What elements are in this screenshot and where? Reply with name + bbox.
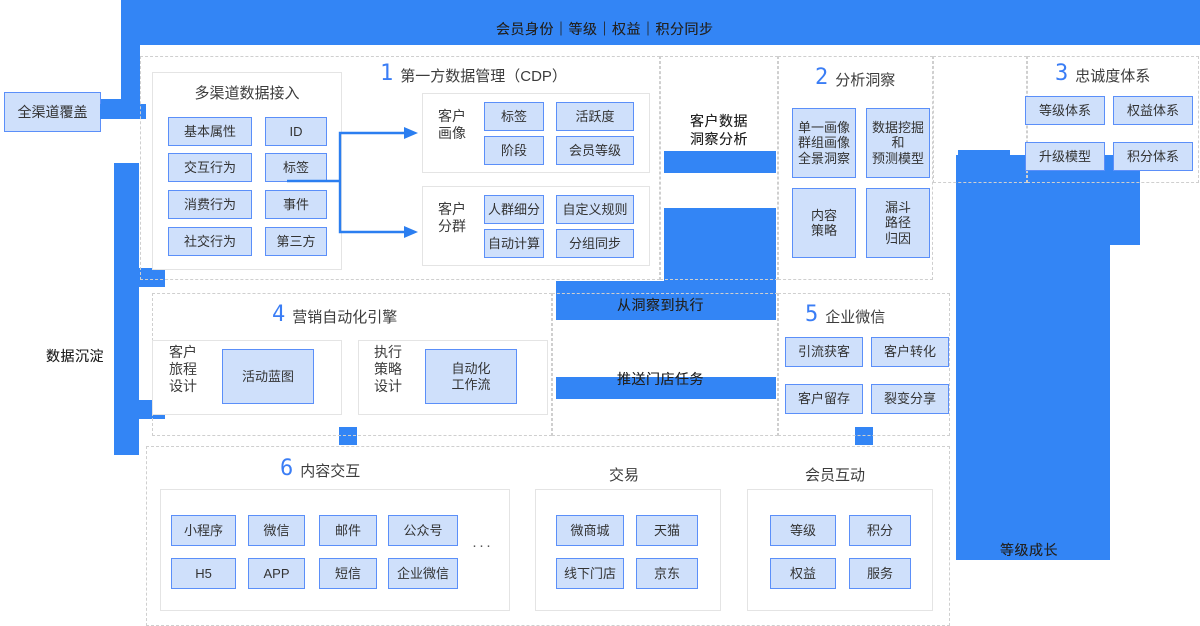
flow-band-left-vertical <box>114 163 139 455</box>
flow-band-cdp-to-analysis <box>664 151 776 173</box>
chip-intake-7: 第三方 <box>265 227 327 256</box>
label-customer-profile: 客户 画像 <box>438 108 466 142</box>
chip-automation-workflow: 自动化 工作流 <box>425 349 517 404</box>
chip-content-1: 微信 <box>248 515 305 546</box>
chip-transaction-0: 微商城 <box>556 515 624 546</box>
group-cdp <box>140 56 660 280</box>
flow-chip-omnichannel: 全渠道覆盖 <box>4 92 101 132</box>
flow-stub-wecom-bottom <box>855 427 873 445</box>
group-flow-corridor-loyalty <box>933 56 1027 183</box>
chip-analysis-1: 数据挖掘 和 预测模型 <box>866 108 930 178</box>
section-number-5: 5 <box>805 302 819 327</box>
chip-wecom-1: 客户转化 <box>871 337 949 367</box>
flow-label-top-banner: 会员身份｜等级｜权益｜积分同步 <box>496 21 714 37</box>
section-number-2: 2 <box>815 65 829 90</box>
content-more-ellipsis: ··· <box>472 537 493 554</box>
chip-intake-1: ID <box>265 117 327 146</box>
title-content: 6 内容交互 <box>280 456 361 481</box>
chip-loyalty-0: 等级体系 <box>1025 96 1105 125</box>
label-execution-design: 执行 策略 设计 <box>374 344 402 395</box>
title-marketing: 4 营销自动化引擎 <box>272 302 398 327</box>
chip-member-2: 权益 <box>770 558 836 589</box>
flow-band-top-banner <box>121 0 1200 45</box>
chip-intake-6: 社交行为 <box>168 227 252 256</box>
chip-content-6: 短信 <box>319 558 377 589</box>
chip-analysis-2: 内容 策略 <box>792 188 856 258</box>
title-cdp: 1 第一方数据管理（CDP） <box>380 61 567 86</box>
section-number-1: 1 <box>380 61 394 86</box>
chip-profile-1: 活跃度 <box>556 102 634 131</box>
flow-label-insight-to-execution: 从洞察到执行 <box>617 297 704 313</box>
chip-wecom-0: 引流获客 <box>785 337 863 367</box>
chip-profile-0: 标签 <box>484 102 544 131</box>
chip-transaction-3: 京东 <box>636 558 698 589</box>
title-analysis: 2 分析洞察 <box>815 65 896 90</box>
chip-intake-5: 事件 <box>265 190 327 219</box>
chip-intake-3: 标签 <box>265 153 327 182</box>
chip-analysis-0: 单一画像 群组画像 全景洞察 <box>792 108 856 178</box>
title-wecom: 5 企业微信 <box>805 302 886 327</box>
chip-wecom-3: 裂变分享 <box>871 384 949 414</box>
chip-member-3: 服务 <box>849 558 911 589</box>
chip-segment-1: 自定义规则 <box>556 195 634 224</box>
panel-content-channels <box>160 489 510 611</box>
title-transaction: 交易 <box>609 467 640 484</box>
chip-content-7: 企业微信 <box>388 558 458 589</box>
group-flow-corridor-upper <box>660 56 778 280</box>
title-member: 会员互动 <box>805 467 866 484</box>
section-number-6: 6 <box>280 456 294 481</box>
section-title-content: 内容交互 <box>300 462 361 480</box>
flow-label-left-vertical: 数据沉淀 <box>46 348 104 364</box>
section-title-analysis: 分析洞察 <box>835 71 896 89</box>
section-title-loyalty: 忠诚度体系 <box>1075 67 1151 85</box>
chip-loyalty-2: 升级模型 <box>1025 142 1105 171</box>
section-number-3: 3 <box>1055 61 1069 86</box>
panel-transaction-channels <box>535 489 721 611</box>
group-wecom <box>778 293 950 436</box>
chip-content-3: 公众号 <box>388 515 458 546</box>
chip-intake-4: 消费行为 <box>168 190 252 219</box>
flow-stub-cdp-bottom <box>339 427 357 445</box>
flow-band-right-vertical <box>956 155 1110 560</box>
flow-label-cdp-to-analysis: 客户数据 洞察分析 <box>690 113 748 147</box>
chip-profile-2: 阶段 <box>484 136 544 165</box>
chip-content-2: 邮件 <box>319 515 377 546</box>
title-loyalty: 3 忠诚度体系 <box>1055 61 1151 86</box>
chip-segment-2: 自动计算 <box>484 229 544 258</box>
chip-member-0: 等级 <box>770 515 836 546</box>
chip-wecom-2: 客户留存 <box>785 384 863 414</box>
flow-band-left-vertical-stub-a <box>139 268 165 287</box>
label-customer-segment: 客户 分群 <box>438 201 466 235</box>
flow-band-push-store-task <box>556 377 776 399</box>
flow-label-push-store-task: 推送门店任务 <box>617 371 704 387</box>
chip-intake-2: 交互行为 <box>168 153 252 182</box>
flow-band-insight-to-execution <box>556 281 776 320</box>
panel-member-interaction <box>747 489 933 611</box>
chip-content-5: APP <box>248 558 305 589</box>
chip-journey-blueprint: 活动蓝图 <box>222 349 314 404</box>
label-journey-design: 客户 旅程 设计 <box>169 344 197 395</box>
chip-profile-3: 会员等级 <box>556 136 634 165</box>
section-title-cdp: 第一方数据管理（CDP） <box>400 67 567 85</box>
chip-transaction-2: 线下门店 <box>556 558 624 589</box>
flow-band-entry-connector <box>100 104 146 119</box>
chip-segment-0: 人群细分 <box>484 195 544 224</box>
chip-intake-0: 基本属性 <box>168 117 252 146</box>
section-title-wecom: 企业微信 <box>825 308 886 326</box>
section-title-marketing: 营销自动化引擎 <box>292 308 398 326</box>
section-number-4: 4 <box>272 302 286 327</box>
flow-label-right-vertical: 等级成长 <box>1000 542 1058 558</box>
panel-title-data-intake: 多渠道数据接入 <box>194 85 300 102</box>
chip-loyalty-3: 积分体系 <box>1113 142 1193 171</box>
group-flow-corridor-mid <box>552 293 778 436</box>
chip-content-4: H5 <box>171 558 236 589</box>
chip-analysis-3: 漏斗 路径 归因 <box>866 188 930 258</box>
chip-member-1: 积分 <box>849 515 911 546</box>
group-analysis <box>778 56 933 280</box>
chip-segment-3: 分组同步 <box>556 229 634 258</box>
chip-loyalty-1: 权益体系 <box>1113 96 1193 125</box>
chip-transaction-1: 天猫 <box>636 515 698 546</box>
chip-content-0: 小程序 <box>171 515 236 546</box>
